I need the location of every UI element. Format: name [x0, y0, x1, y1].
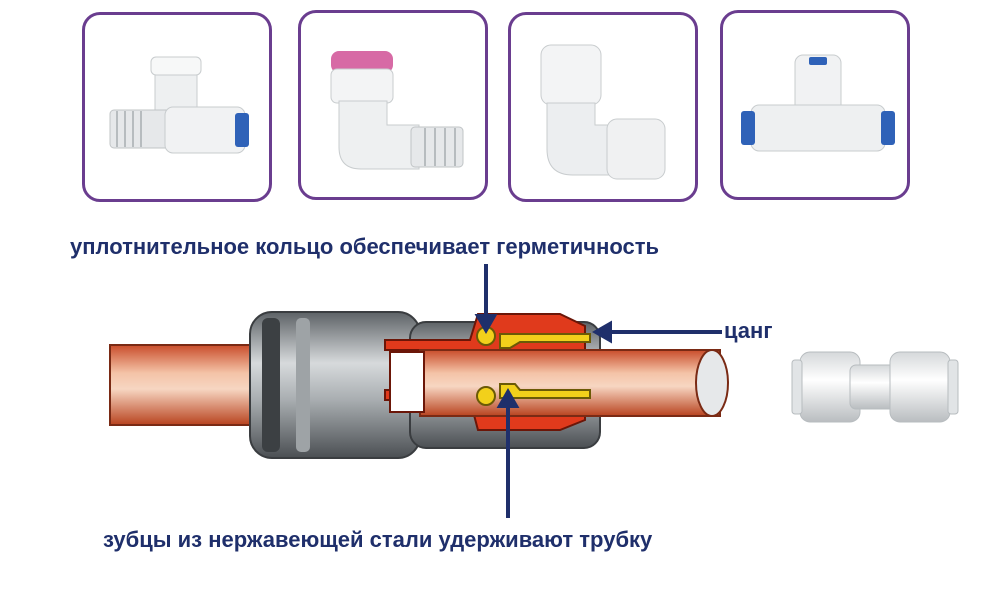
collet-label: цанг	[724, 318, 773, 343]
thumbnail-elbow-threaded	[298, 10, 488, 200]
teeth-label: зубцы из нержавеющей стали удерживают тр…	[103, 527, 653, 552]
elbow-fitting-icon	[540, 44, 666, 180]
tee-fitting-icon	[741, 54, 895, 152]
thumbnail-tee-threaded	[82, 12, 272, 202]
right-copper-pipe	[419, 349, 721, 417]
seal-ring-label: уплотнительное кольцо обеспечивает герме…	[70, 234, 660, 259]
straight-connector-icon	[791, 351, 959, 423]
elbow-threaded-fitting-icon	[330, 51, 464, 170]
collet	[499, 333, 591, 349]
thumbnail-elbow	[508, 12, 698, 202]
thumbnail-tee	[720, 10, 910, 200]
tee-threaded-fitting-icon	[109, 56, 249, 154]
